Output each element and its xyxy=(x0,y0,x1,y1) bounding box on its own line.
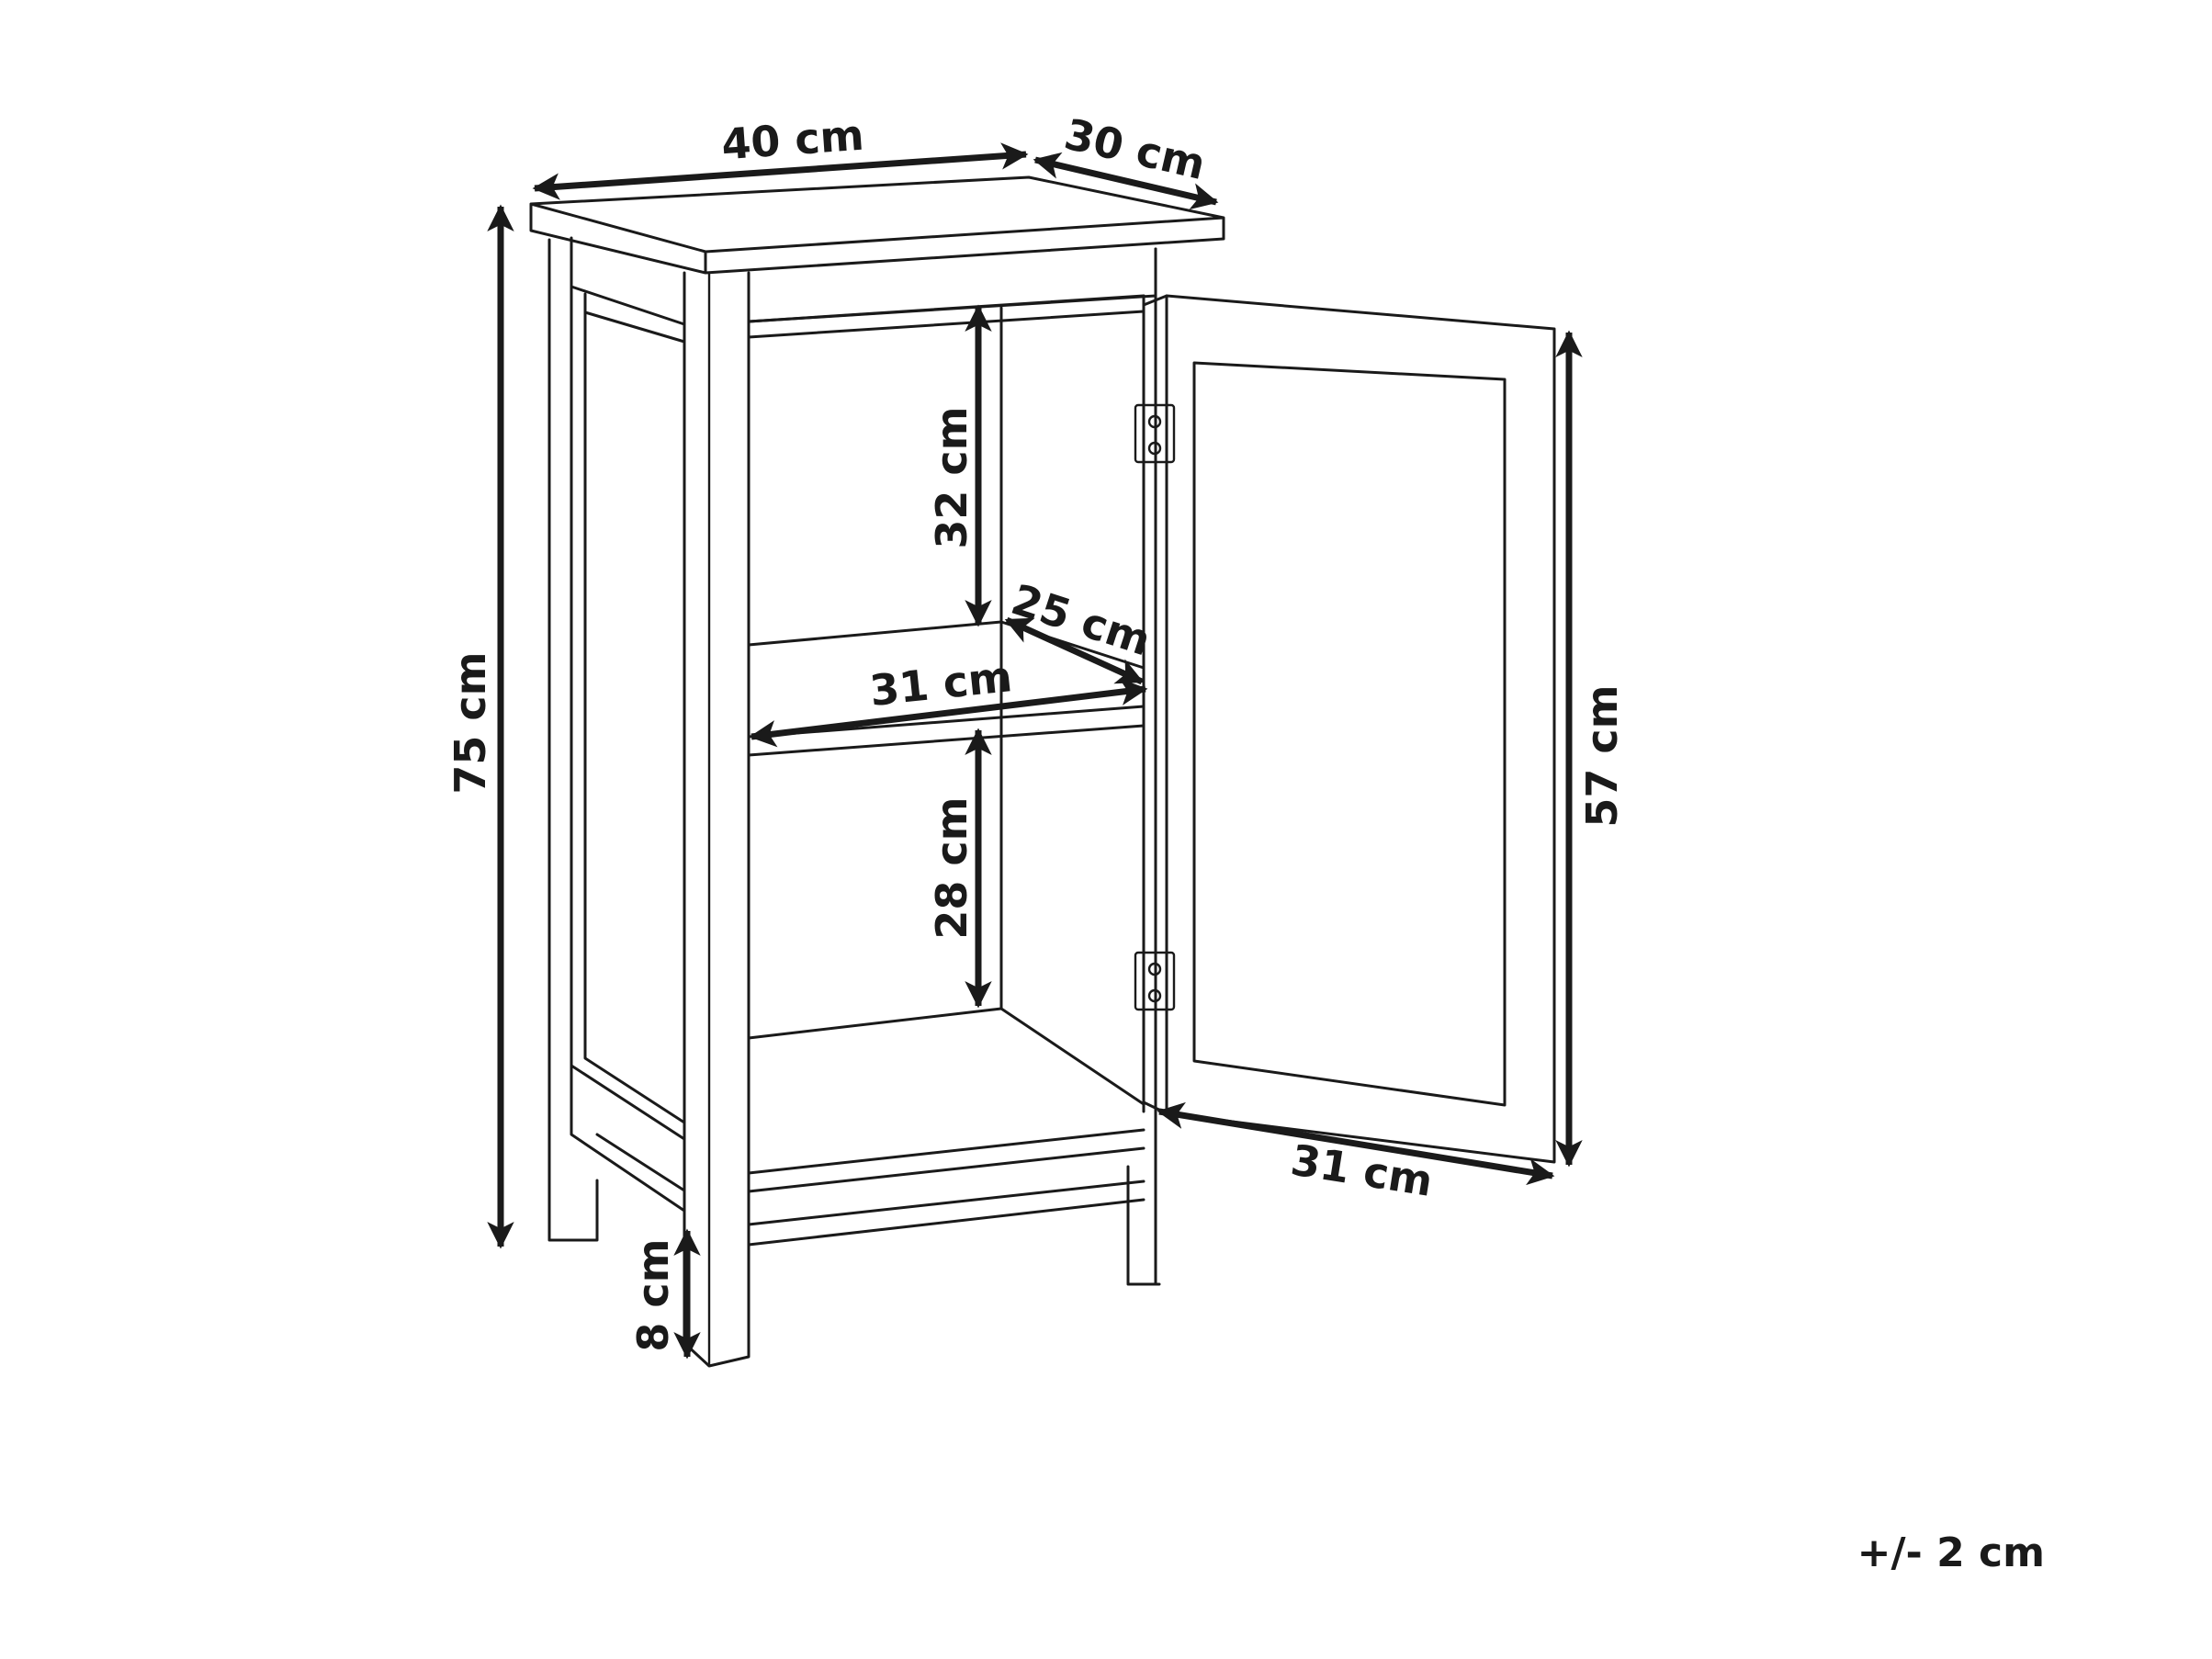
door-height-label: 57 cm xyxy=(1577,684,1627,827)
depth-top-label: 30 cm xyxy=(1060,109,1210,190)
depth-top-arrow xyxy=(1033,152,1219,210)
upper-hinge xyxy=(1134,403,1176,464)
tolerance-note: +/- 2 cm xyxy=(1857,1529,2045,1576)
width-top-label: 40 cm xyxy=(720,110,866,170)
rear-left-leg xyxy=(547,238,599,1242)
cabinet-outline xyxy=(529,175,1225,1368)
door-frame xyxy=(1142,294,1556,1164)
top-apron xyxy=(570,236,1157,326)
shelf-width-arrow xyxy=(749,678,1148,748)
shelf-depth-arrow xyxy=(1004,616,1145,685)
inner-top-rail xyxy=(747,294,1146,339)
leg-height-label: 8 cm xyxy=(628,1238,678,1351)
dimension-lines xyxy=(487,142,1583,1360)
cabinet-top xyxy=(529,175,1225,275)
open-door xyxy=(1134,294,1556,1164)
height-total-label: 75 cm xyxy=(446,651,495,794)
lower-hinge xyxy=(1134,951,1176,1011)
bottom-shelf xyxy=(747,1007,1146,1247)
front-left-leg xyxy=(683,271,750,1368)
left-side-panel xyxy=(570,285,686,1141)
dimension-labels: 40 cm 30 cm 75 cm 32 cm 25 cm 31 cm 28 c… xyxy=(446,109,1627,1352)
door-width-arrow xyxy=(1157,1101,1555,1186)
front-right-leg xyxy=(1126,247,1161,1286)
upper-compartment-label: 32 cm xyxy=(927,406,976,548)
lower-compartment-label: 28 cm xyxy=(927,796,976,939)
width-top-arrow xyxy=(532,142,1029,200)
left-lower-rail xyxy=(570,1064,686,1213)
door-glass-panel xyxy=(1192,361,1507,1107)
